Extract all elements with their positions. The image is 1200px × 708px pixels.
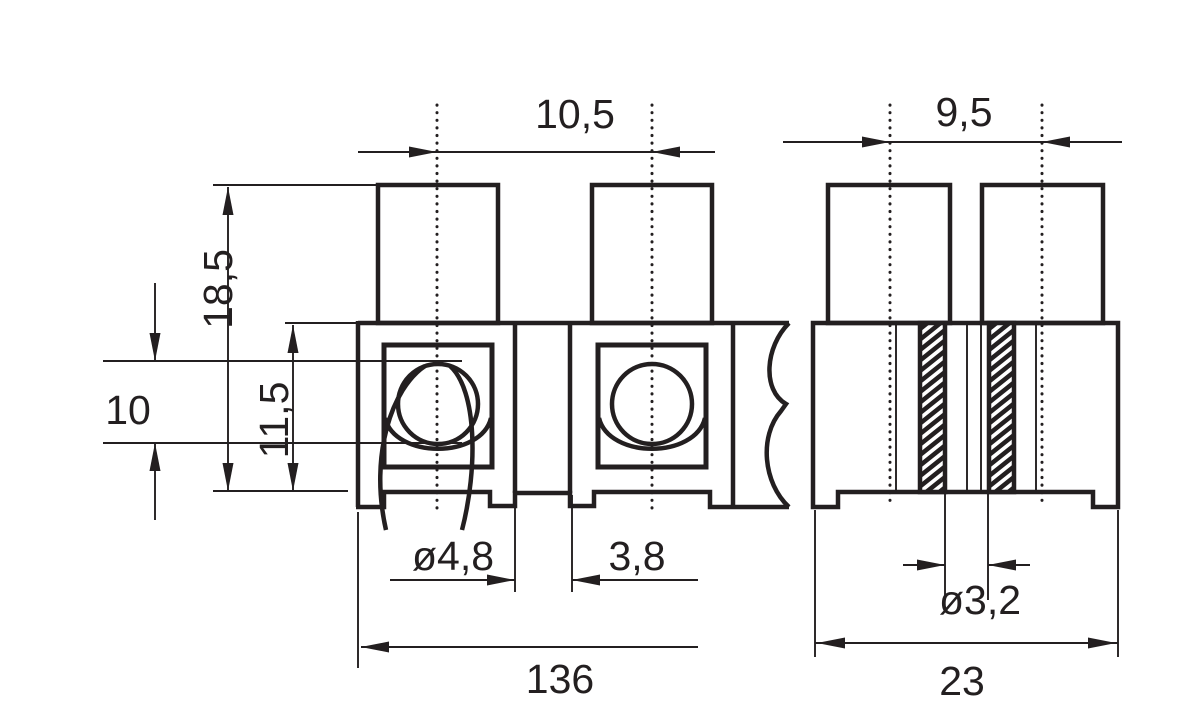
break-line (764, 321, 791, 509)
hatch-line (987, 422, 1016, 447)
hatch-line (918, 321, 929, 331)
hatch-line (918, 321, 943, 342)
side-screw-2 (979, 182, 1106, 326)
hatch-line (918, 464, 947, 489)
dim-pole-pitch-label: 10,5 (535, 91, 615, 137)
hatch-line (987, 443, 1016, 468)
wire-strand-left (378, 364, 427, 531)
dim-overall-length-label: 136 (526, 656, 594, 702)
dimension-arrowhead (149, 333, 161, 361)
hatch-line (987, 328, 1016, 352)
dim-screw-pitch-label: 9,5 (936, 89, 993, 135)
dimension-arrowhead (917, 559, 945, 571)
section-hatching (918, 321, 1016, 494)
dim-overall-height-label: 18,5 (195, 249, 241, 329)
hatch-line (924, 475, 947, 494)
dim-overall-depth-label: 23 (939, 658, 985, 704)
dimension-arrowhead (572, 574, 600, 586)
dim-mounting-hole-diameter-label: ø3,2 (939, 577, 1021, 623)
dimension-arrowhead (361, 641, 389, 653)
wire-strand-right (448, 364, 475, 531)
hatch-line (987, 321, 1012, 342)
dimension-arrowhead (817, 637, 845, 649)
cavity-bottom-1 (382, 417, 494, 451)
hatch-line (987, 359, 1016, 384)
hatch-line (987, 401, 1016, 426)
hatch-line (918, 349, 947, 373)
hatch-line (987, 338, 1016, 363)
hatch-line (987, 321, 998, 331)
hatch-line (918, 359, 947, 384)
hatch-line (987, 464, 1016, 489)
dimension-arrowhead (988, 559, 1016, 571)
side-body-outline (810, 320, 1121, 510)
hatch-line (918, 328, 947, 352)
dimension-arrowhead (652, 146, 680, 158)
hatch-line (918, 433, 947, 457)
cell-frame-2 (595, 342, 709, 470)
hatch-line (918, 454, 947, 478)
dim-partition-gap-label: 3,8 (609, 533, 666, 579)
hatch-line (987, 412, 1016, 436)
side-screw-1 (825, 182, 953, 326)
hatch-line (918, 412, 947, 436)
hatch-line (918, 391, 947, 415)
dim-body-height-label: 11,5 (251, 382, 297, 459)
cell-frame-1 (381, 342, 495, 470)
center-lines (435, 103, 1044, 510)
dimension-arrowhead (287, 325, 299, 353)
hatch-line (993, 475, 1016, 494)
dimension-arrowhead (1088, 637, 1116, 649)
dimension-arrowhead (862, 136, 890, 148)
hatch-line (987, 380, 1016, 405)
cavity-bottom-2 (596, 417, 708, 451)
hatch-line (987, 454, 1016, 478)
dimension-arrowhead (222, 463, 234, 491)
side-interior-lines (895, 323, 1037, 492)
dim-wire-entry-label: 10 (105, 387, 151, 433)
hatch-line (918, 338, 947, 363)
hatch-line (987, 370, 1016, 394)
front-view (355, 182, 791, 531)
hatch-line (918, 380, 947, 405)
hatch-line (987, 391, 1016, 415)
dimension-arrows (149, 136, 1116, 653)
dimension-arrowhead (1042, 136, 1070, 148)
dimension-arrowhead (222, 187, 234, 215)
dim-wire-hole-diameter-label: ø4,8 (412, 533, 494, 579)
hatch-line (918, 370, 947, 394)
hatch-line (987, 433, 1016, 457)
dimension-arrowhead (409, 146, 437, 158)
hatch-line (918, 401, 947, 426)
hatch-line (987, 349, 1016, 373)
dimension-arrowhead (487, 574, 515, 586)
body-bottom-profile (356, 489, 789, 510)
hatch-line (918, 443, 947, 468)
hatch-line (937, 485, 947, 494)
dimension-arrowhead (149, 443, 161, 471)
dimension-arrowhead (287, 463, 299, 491)
dimension-labels: 10,5 9,5 18,5 11,5 10 ø4,8 3,8 136 ø3,2 … (105, 89, 1021, 704)
hatch-line (1006, 485, 1016, 494)
hatch-line (918, 422, 947, 447)
